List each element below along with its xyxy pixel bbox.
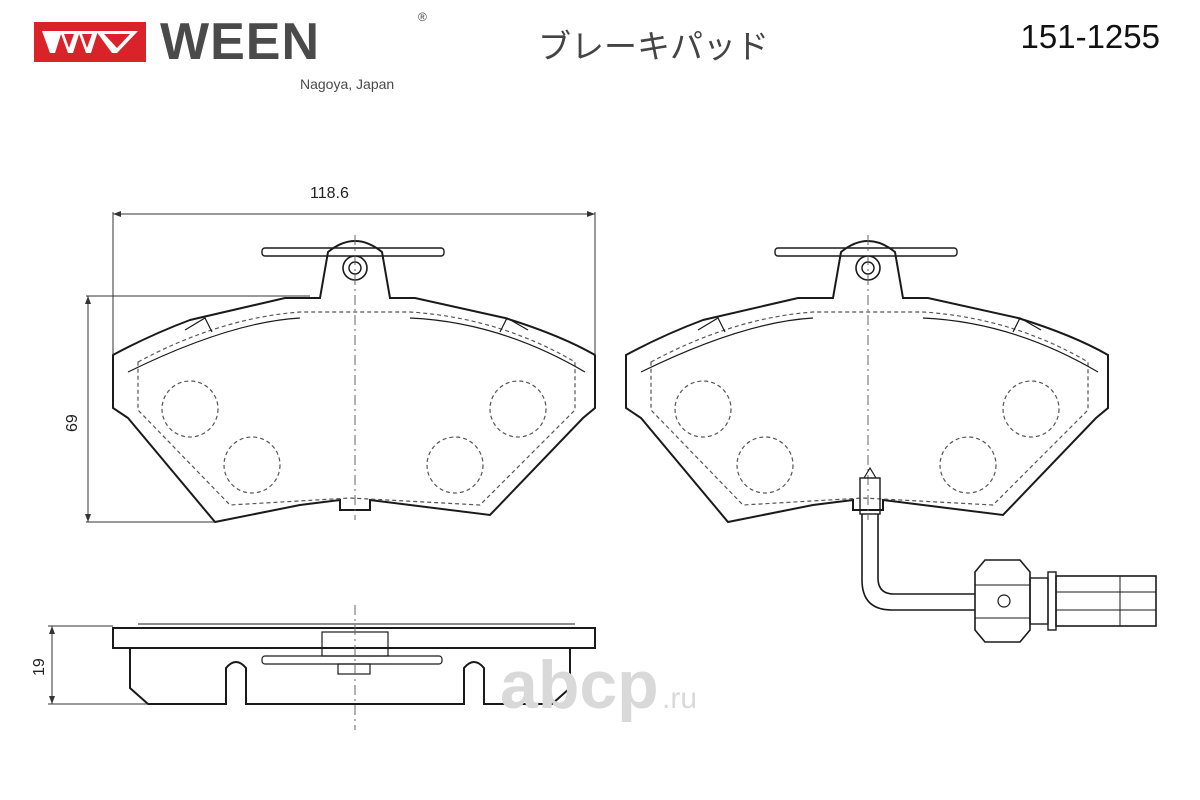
pad-side-view (112, 605, 596, 730)
watermark-suffix: .ru (662, 682, 697, 715)
dimension-thickness: 19 (31, 625, 148, 705)
pad-front-view-left (112, 235, 596, 523)
dimension-width: 118.6 (112, 185, 596, 355)
part-number: 151-1255 (1020, 18, 1160, 55)
brand-location: Nagoya, Japan (300, 76, 395, 92)
dimension-width-label: 118.6 (310, 185, 349, 202)
header: WEEN ® Nagoya, Japan ブレーキパッド 151-1255 (0, 0, 1200, 110)
wear-sensor-wire (859, 466, 975, 611)
dimension-height: 69 (64, 295, 310, 523)
sensor-connector (974, 559, 1157, 643)
watermark: abcp .ru (500, 647, 697, 723)
dimension-thickness-label: 19 (31, 658, 48, 676)
pad-front-view-right (625, 235, 1109, 523)
product-name: ブレーキパッド (538, 27, 769, 66)
ween-logo-icon (34, 22, 146, 62)
dimension-height-label: 69 (64, 414, 81, 432)
watermark-main: abcp (500, 647, 659, 723)
brand-name: WEEN (160, 13, 320, 71)
registered-mark: ® (418, 10, 427, 24)
